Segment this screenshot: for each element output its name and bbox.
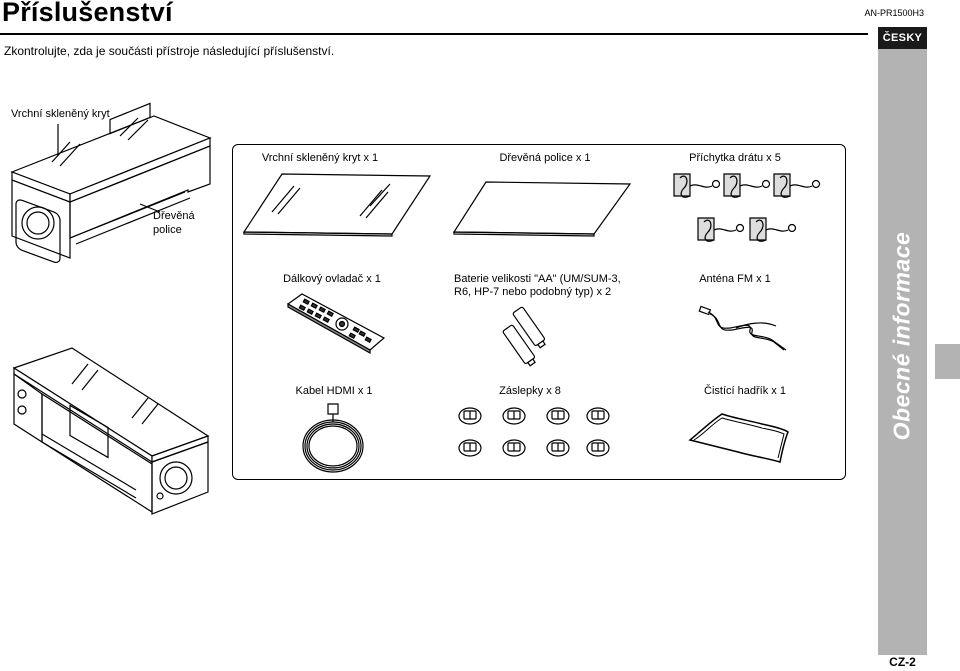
- cleaning-cloth-label: Čistící hadřík x 1: [704, 385, 786, 397]
- hdmi-cable-icon: [296, 402, 376, 476]
- fm-antenna-label: Anténa FM x 1: [699, 273, 771, 285]
- speaker-unit-bottom-icon: [12, 344, 212, 522]
- glass-panel-icon: [242, 172, 434, 238]
- wire-clip-label: Příchytka drátu x 5: [689, 152, 781, 164]
- speaker-unit-top-icon: [10, 120, 220, 270]
- battery-label-line1: Baterie velikosti "AA" (UM/SUM-3,: [454, 273, 621, 285]
- wooden-shelf-icon: [452, 180, 634, 238]
- section-sidebar: [878, 27, 927, 655]
- wooden-shelf-label: Dřevěná police x 1: [499, 152, 591, 164]
- glass-cover-callout: Vrchní skleněný kryt: [11, 108, 110, 120]
- hdmi-cable-label: Kabel HDMI x 1: [295, 385, 373, 397]
- battery-icon: [500, 308, 560, 364]
- shelf-callout-line2: police: [153, 224, 182, 236]
- glass-cover-label: Vrchní skleněný kryt x 1: [261, 152, 379, 164]
- model-number: AN-PR1500H3: [864, 8, 924, 18]
- title-divider: [0, 33, 868, 35]
- wire-clip-icon: [672, 168, 828, 254]
- accessories-box: [232, 144, 846, 480]
- cap-icon: [456, 404, 616, 462]
- page-subtitle: Zkontrolujte, zda je součásti přístroje …: [4, 44, 335, 58]
- section-title: Obecné informace: [888, 231, 915, 441]
- battery-label-line2: R6, HP-7 nebo podobný typ) x 2: [454, 286, 612, 298]
- section-marker: [935, 344, 960, 379]
- caps-label: Záslepky x 8: [499, 385, 561, 397]
- language-tab: ČESKY: [878, 27, 927, 49]
- cleaning-cloth-icon: [686, 410, 792, 466]
- page-title: Příslušenství: [2, 0, 173, 27]
- page-number: CZ-2: [889, 655, 916, 669]
- remote-control-icon: [284, 290, 388, 354]
- shelf-callout-line1: Dřevěná: [153, 210, 195, 222]
- fm-antenna-icon: [692, 300, 792, 354]
- remote-control-label: Dálkový ovladač x 1: [283, 273, 381, 285]
